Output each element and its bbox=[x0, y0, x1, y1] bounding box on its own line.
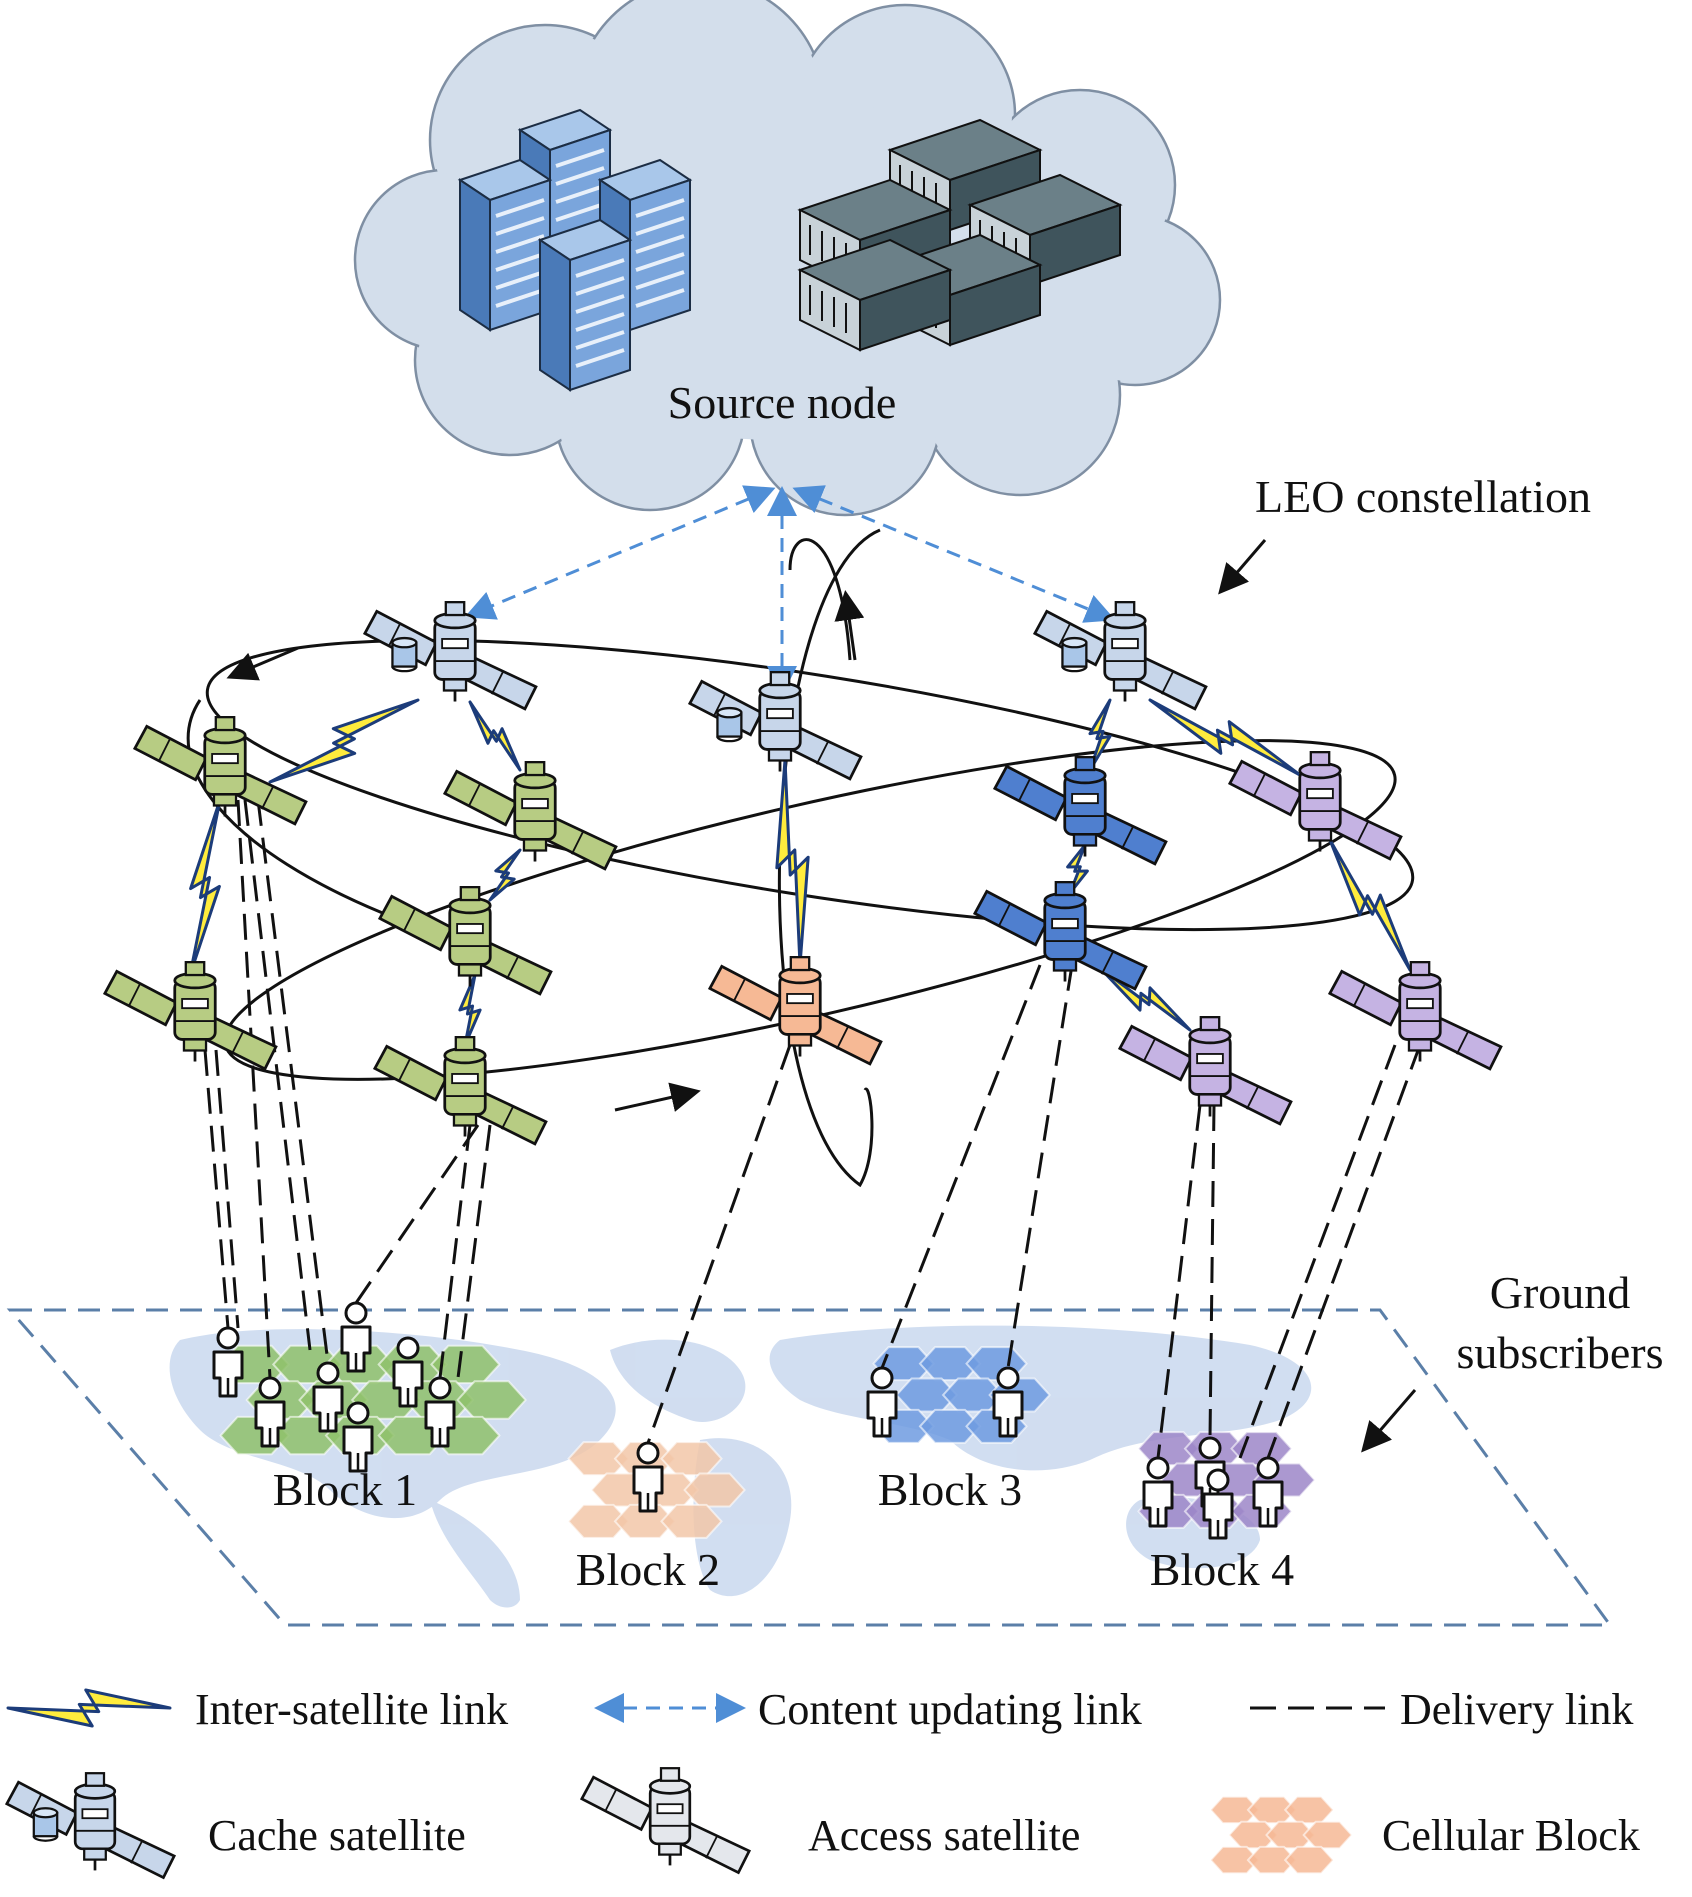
legend-access-label: Access satellite bbox=[808, 1811, 1080, 1860]
orbit-direction-arrow bbox=[226, 646, 299, 681]
rack-server-icon bbox=[797, 118, 1123, 352]
cache-storage-icon bbox=[1061, 636, 1088, 673]
cache-satellite bbox=[1032, 601, 1208, 711]
delivery-link bbox=[1266, 1044, 1422, 1459]
access-satellite-block3 bbox=[972, 881, 1148, 991]
cache-satellite bbox=[687, 671, 863, 781]
delivery-link bbox=[456, 1124, 492, 1379]
delivery-link bbox=[438, 1124, 472, 1379]
delivery-link bbox=[1006, 964, 1074, 1369]
delivery-link bbox=[236, 799, 272, 1379]
leo-pointer-arrow bbox=[1218, 539, 1267, 595]
subscriber-icon bbox=[340, 1301, 372, 1373]
source-node-label: Source node bbox=[668, 377, 897, 428]
legend-cellular-block bbox=[1209, 1795, 1354, 1875]
legend: Inter-satellite link Content updating li… bbox=[4, 1685, 1640, 1880]
delivery-link bbox=[1238, 1044, 1397, 1459]
ground-pointer-arrow bbox=[1361, 1389, 1417, 1453]
delivery-link bbox=[243, 799, 312, 1351]
orbit-direction-arrow bbox=[614, 1082, 701, 1112]
server-tower-icon bbox=[457, 108, 693, 392]
legend-cul-label: Content updating link bbox=[758, 1685, 1142, 1734]
subscriber-icon bbox=[424, 1376, 456, 1448]
inter-satellite-link bbox=[1148, 698, 1302, 777]
access-satellite-block3 bbox=[992, 756, 1168, 866]
access-satellite-block1 bbox=[102, 961, 278, 1071]
delivery-link bbox=[646, 1044, 792, 1444]
ground-label-line2: subscribers bbox=[1457, 1327, 1664, 1378]
legend-cell-label: Cellular Block bbox=[1382, 1811, 1640, 1860]
subscriber-icon bbox=[212, 1326, 244, 1398]
subscriber-icon bbox=[1202, 1468, 1234, 1540]
leo-constellation-label: LEO constellation bbox=[1255, 471, 1591, 522]
legend-access-satellite bbox=[579, 1767, 752, 1875]
inter-satellite-link bbox=[268, 698, 420, 784]
inter-satellite-links bbox=[188, 698, 1412, 1047]
subscriber-icon bbox=[866, 1366, 898, 1438]
cache-storage-icon bbox=[391, 636, 418, 673]
access-satellite-block2 bbox=[707, 956, 883, 1066]
access-satellite-block4 bbox=[1327, 961, 1503, 1071]
legend-cache-label: Cache satellite bbox=[208, 1811, 466, 1860]
content-updating-links bbox=[464, 485, 1116, 696]
block-1-label: Block 1 bbox=[273, 1464, 417, 1515]
legend-cache-satellite-icon bbox=[4, 1772, 177, 1880]
access-satellite-block1 bbox=[372, 1036, 548, 1146]
block-4-label: Block 4 bbox=[1150, 1544, 1294, 1595]
access-satellite-block1 bbox=[132, 716, 308, 826]
subscriber-icon bbox=[992, 1366, 1024, 1438]
delivery-link bbox=[214, 1049, 240, 1329]
legend-cache-satellite bbox=[4, 1772, 177, 1880]
delivery-links bbox=[203, 799, 1422, 1459]
subscriber-icon bbox=[254, 1376, 286, 1448]
legend-cellular-block-icon bbox=[1209, 1795, 1354, 1875]
subscriber-icon bbox=[392, 1336, 424, 1408]
subscriber-icon bbox=[342, 1401, 374, 1473]
access-satellite-block4 bbox=[1227, 751, 1403, 861]
legend-delivery-label: Delivery link bbox=[1400, 1685, 1633, 1734]
ground-label-line1: Ground bbox=[1490, 1267, 1631, 1318]
delivery-link bbox=[1208, 1104, 1216, 1439]
block-3-label: Block 3 bbox=[878, 1464, 1022, 1515]
legend-isl-icon bbox=[6, 1688, 172, 1728]
legend-access-satellite-icon bbox=[579, 1767, 752, 1875]
inter-satellite-link bbox=[488, 848, 522, 902]
inter-satellite-link bbox=[188, 798, 222, 977]
subscriber-icon bbox=[312, 1361, 344, 1433]
access-satellite-block4 bbox=[1117, 1016, 1293, 1126]
block-2-label: Block 2 bbox=[576, 1544, 720, 1595]
cache-storage-icon bbox=[32, 1807, 59, 1842]
delivery-link bbox=[880, 964, 1042, 1369]
access-satellite-block1 bbox=[377, 886, 553, 996]
source-cloud: Source node bbox=[353, 0, 1222, 517]
delivery-link bbox=[203, 1049, 230, 1329]
inter-satellite-link bbox=[468, 700, 522, 772]
inter-satellite-link bbox=[1328, 838, 1412, 972]
cache-satellite bbox=[362, 601, 538, 711]
inter-satellite-link bbox=[6, 1688, 172, 1728]
subscriber-icon bbox=[1142, 1456, 1174, 1528]
subscriber-icon bbox=[632, 1441, 664, 1513]
delivery-link bbox=[256, 799, 330, 1364]
access-satellite-block1 bbox=[442, 761, 618, 871]
subscriber-icon bbox=[1252, 1456, 1284, 1528]
legend-isl-label: Inter-satellite link bbox=[195, 1685, 508, 1734]
cache-storage-icon bbox=[716, 706, 743, 743]
delivery-link bbox=[1156, 1104, 1202, 1459]
inter-satellite-link bbox=[1098, 966, 1192, 1032]
